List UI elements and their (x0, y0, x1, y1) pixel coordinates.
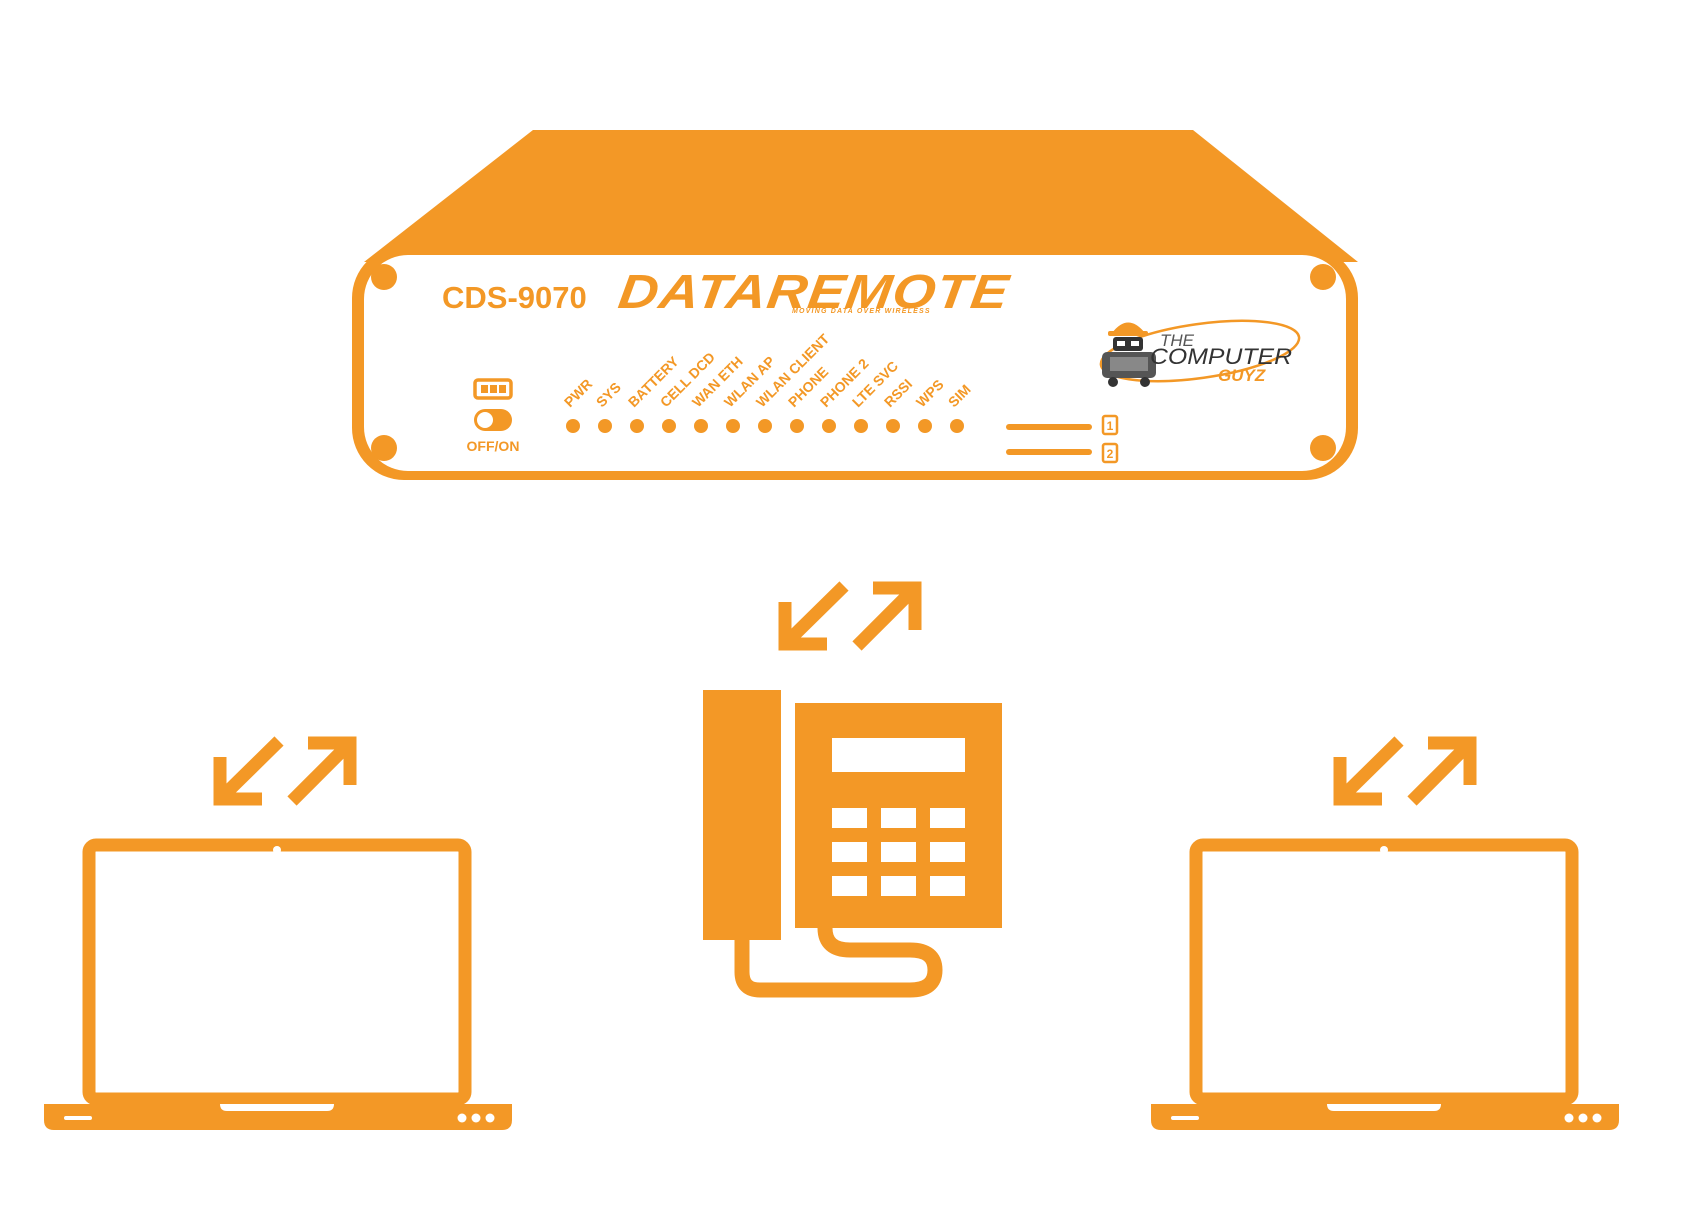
screw-icon (371, 435, 397, 461)
status-led-battery (630, 419, 644, 433)
device-model: CDS-9070 (442, 280, 587, 315)
left-laptop-icon (44, 845, 512, 1130)
partner-logo: THE COMPUTER GUYZ (1099, 319, 1301, 387)
status-led-wps (918, 419, 932, 433)
status-led-phone-2 (822, 419, 836, 433)
router-device: CDS-9070 DATAREMOTE MOVING DATA OVER WIR… (352, 130, 1358, 480)
status-led-pwr (566, 419, 580, 433)
status-led-lte-svc (854, 419, 868, 433)
status-led-rssi (886, 419, 900, 433)
status-led-cell-dcd (662, 419, 676, 433)
sim-slot-1: 1 (1006, 414, 1119, 436)
status-led-sim (950, 419, 964, 433)
screw-icon (1310, 264, 1336, 290)
status-led-wlan-ap (726, 419, 740, 433)
sim-slot-2-label: 2 (1107, 447, 1114, 461)
link-router-phone-arrows-icon (785, 586, 915, 646)
status-led-wan-eth (694, 419, 708, 433)
sim-slot-2: 2 (1006, 442, 1119, 464)
status-led-sys (598, 419, 612, 433)
power-switch-label: OFF/ON (467, 438, 520, 454)
sim-slot-1-label: 1 (1107, 419, 1114, 433)
mascot-icon (1102, 322, 1156, 387)
power-switch-icon (474, 409, 512, 431)
link-right-laptop-arrows-icon (1340, 741, 1470, 801)
status-led-phone (790, 419, 804, 433)
screw-icon (1310, 435, 1336, 461)
link-left-laptop-arrows-icon (220, 741, 350, 801)
partner-logo-line3: GUYZ (1218, 366, 1266, 385)
status-led-wlan-client (758, 419, 772, 433)
right-laptop-icon (1151, 845, 1619, 1130)
desk-phone-icon (703, 690, 1002, 998)
battery-icon (473, 378, 513, 400)
brand-tagline: MOVING DATA OVER WIRELESS (792, 308, 931, 315)
brand-logo: DATAREMOTE (615, 265, 1013, 319)
partner-logo-line1: THE (1160, 331, 1195, 350)
partner-logo-line2: COMPUTER (1150, 344, 1292, 369)
screw-icon (371, 264, 397, 290)
